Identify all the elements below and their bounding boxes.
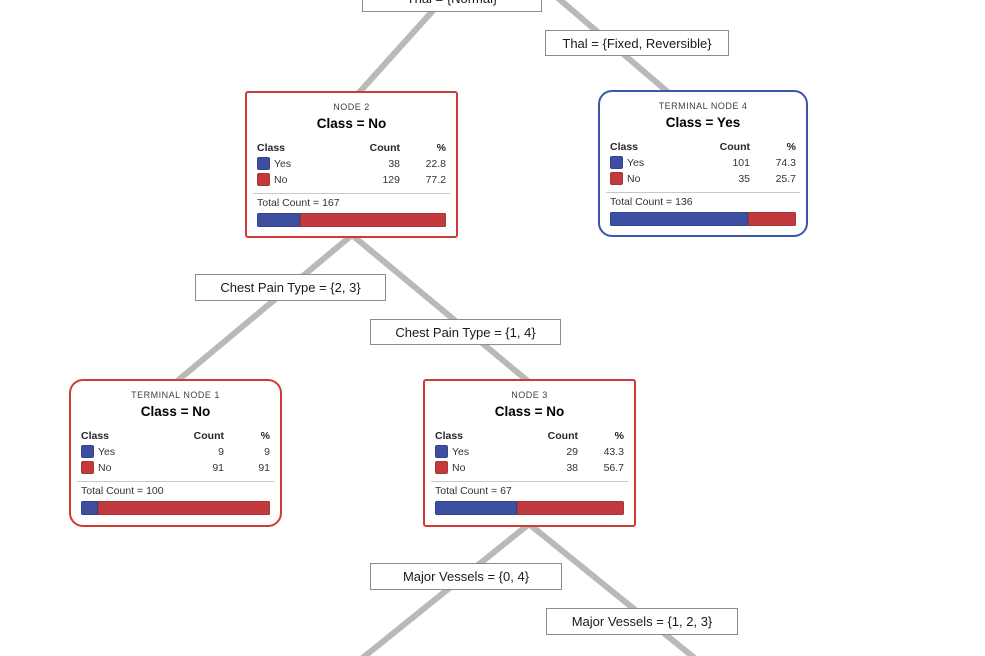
edge-line-node3-right-child bbox=[527, 521, 697, 656]
divider bbox=[431, 481, 628, 482]
node-title: TERMINAL NODE 4 bbox=[658, 101, 748, 111]
pct-column-header: % bbox=[786, 141, 796, 153]
tree-node-3[interactable]: NODE 3 Class = No Class Count % Yes 29 4… bbox=[423, 379, 636, 527]
class-row-yes: Yes 29 43.3 bbox=[435, 445, 624, 458]
table-header: Class Count % bbox=[610, 141, 796, 153]
pct-column-header: % bbox=[614, 430, 624, 442]
yes-count: 9 bbox=[218, 445, 224, 458]
yes-count: 101 bbox=[732, 156, 750, 169]
class-row-yes: Yes 38 22.8 bbox=[257, 157, 446, 170]
total-count: Total Count = 136 bbox=[610, 196, 693, 208]
yes-label: Yes bbox=[452, 445, 470, 458]
yes-pct: 74.3 bbox=[775, 156, 796, 169]
class-row-yes: Yes 9 9 bbox=[81, 445, 270, 458]
class-column-header: Class bbox=[81, 430, 110, 442]
class-distribution-bar bbox=[435, 501, 624, 515]
divider bbox=[606, 192, 800, 193]
yes-label: Yes bbox=[627, 156, 645, 169]
edge-label-major-vessels-1-2-3: Major Vessels = {1, 2, 3} bbox=[546, 608, 738, 635]
no-pct: 25.7 bbox=[775, 172, 796, 185]
pct-column-header: % bbox=[260, 430, 270, 442]
yes-swatch bbox=[435, 445, 448, 458]
tree-terminal-node-1[interactable]: TERMINAL NODE 1 Class = No Class Count %… bbox=[69, 379, 282, 527]
yes-swatch bbox=[81, 445, 94, 458]
table-header: Class Count % bbox=[257, 142, 446, 154]
count-column-header: Count bbox=[193, 430, 224, 442]
node-class-assignment: Class = No bbox=[494, 404, 565, 419]
yes-swatch bbox=[610, 156, 623, 169]
no-pct: 77.2 bbox=[425, 173, 446, 186]
class-row-yes: Yes 101 74.3 bbox=[610, 156, 796, 169]
class-distribution-bar bbox=[610, 212, 796, 226]
bar-segment-no bbox=[516, 501, 624, 515]
divider bbox=[253, 193, 450, 194]
no-pct: 91 bbox=[258, 461, 270, 474]
node-title: NODE 3 bbox=[511, 390, 548, 400]
class-column-header: Class bbox=[610, 141, 639, 153]
count-column-header: Count bbox=[719, 141, 750, 153]
no-count: 91 bbox=[212, 461, 224, 474]
yes-swatch bbox=[257, 157, 270, 170]
count-column-header: Count bbox=[369, 142, 400, 154]
node-class-assignment: Class = No bbox=[140, 404, 211, 419]
node-class-assignment: Class = Yes bbox=[665, 115, 741, 130]
table-header: Class Count % bbox=[435, 430, 624, 442]
no-label: No bbox=[274, 173, 288, 186]
total-count: Total Count = 100 bbox=[81, 485, 164, 497]
edge-line-node2-terminal1 bbox=[174, 232, 354, 385]
no-label: No bbox=[452, 461, 466, 474]
bar-segment-yes bbox=[81, 501, 98, 515]
edge-label-thal-normal: Thal = {Normal} bbox=[362, 0, 542, 12]
edge-label-chest-pain-2-3: Chest Pain Type = {2, 3} bbox=[195, 274, 386, 301]
edge-line-root-node2 bbox=[353, 0, 447, 99]
bar-segment-no bbox=[300, 213, 446, 227]
tree-node-2[interactable]: NODE 2 Class = No Class Count % Yes 38 2… bbox=[245, 91, 458, 238]
node-title: TERMINAL NODE 1 bbox=[131, 390, 220, 400]
count-column-header: Count bbox=[547, 430, 578, 442]
no-count: 38 bbox=[566, 461, 578, 474]
node-class-assignment: Class = No bbox=[316, 116, 387, 131]
divider bbox=[77, 481, 274, 482]
class-row-no: No 35 25.7 bbox=[610, 172, 796, 185]
edge-label-chest-pain-1-4: Chest Pain Type = {1, 4} bbox=[370, 319, 561, 345]
total-count: Total Count = 167 bbox=[257, 197, 340, 209]
bar-segment-no bbox=[748, 212, 796, 226]
no-swatch bbox=[257, 173, 270, 186]
class-column-header: Class bbox=[257, 142, 286, 154]
yes-label: Yes bbox=[98, 445, 116, 458]
no-label: No bbox=[98, 461, 112, 474]
bar-segment-yes bbox=[435, 501, 517, 515]
yes-label: Yes bbox=[274, 157, 292, 170]
class-column-header: Class bbox=[435, 430, 464, 442]
class-row-no: No 38 56.7 bbox=[435, 461, 624, 474]
bar-segment-yes bbox=[257, 213, 301, 227]
no-swatch bbox=[81, 461, 94, 474]
class-row-no: No 91 91 bbox=[81, 461, 270, 474]
total-count: Total Count = 67 bbox=[435, 485, 512, 497]
bar-segment-no bbox=[98, 501, 270, 515]
no-pct: 56.7 bbox=[603, 461, 624, 474]
class-row-no: No 129 77.2 bbox=[257, 173, 446, 186]
class-distribution-bar bbox=[81, 501, 270, 515]
table-header: Class Count % bbox=[81, 430, 270, 442]
pct-column-header: % bbox=[436, 142, 446, 154]
edge-label-thal-fixed-reversible: Thal = {Fixed, Reversible} bbox=[545, 30, 729, 56]
yes-count: 38 bbox=[388, 157, 400, 170]
no-label: No bbox=[627, 172, 641, 185]
no-swatch bbox=[435, 461, 448, 474]
tree-terminal-node-4[interactable]: TERMINAL NODE 4 Class = Yes Class Count … bbox=[598, 90, 808, 237]
class-distribution-bar bbox=[257, 213, 446, 227]
no-count: 129 bbox=[382, 173, 400, 186]
node-title: NODE 2 bbox=[333, 102, 370, 112]
yes-pct: 9 bbox=[264, 445, 270, 458]
bar-segment-yes bbox=[610, 212, 749, 226]
no-count: 35 bbox=[738, 172, 750, 185]
yes-count: 29 bbox=[566, 445, 578, 458]
edge-line-node3-left-child bbox=[360, 521, 531, 656]
edge-label-major-vessels-0-4: Major Vessels = {0, 4} bbox=[370, 563, 562, 590]
edge-line-node2-node3 bbox=[350, 232, 531, 385]
yes-pct: 22.8 bbox=[425, 157, 446, 170]
yes-pct: 43.3 bbox=[603, 445, 624, 458]
no-swatch bbox=[610, 172, 623, 185]
